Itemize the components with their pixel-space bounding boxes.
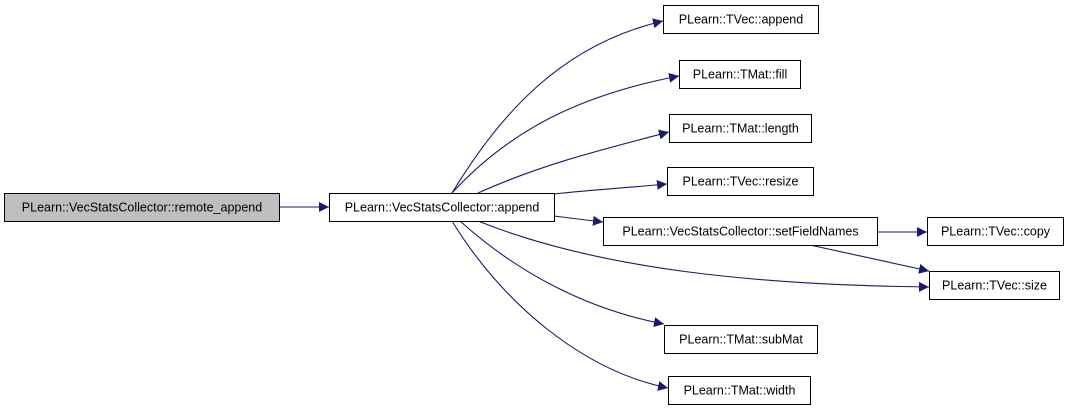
- node-box: [927, 217, 1064, 246]
- edge-append_vsc-to-tmat_width: [451, 220, 669, 391]
- node-label: PLearn::VecStatsCollector::append: [345, 201, 540, 215]
- node-label: PLearn::TVec::append: [679, 13, 803, 27]
- edge-append_vsc-to-tmat_fill: [451, 72, 680, 194]
- node-label: PLearn::TVec::resize: [682, 175, 798, 189]
- node-box: [603, 217, 878, 246]
- node-tvec_append[interactable]: PLearn::TVec::append: [663, 5, 819, 34]
- nodes-layer: PLearn::VecStatsCollector::remote_append…: [4, 5, 1064, 405]
- node-box: [663, 5, 819, 34]
- edge-append_vsc-to-tmat_length: [477, 129, 670, 194]
- edge-append_vsc-to-setfieldnames: [553, 215, 604, 226]
- node-box: [329, 193, 555, 222]
- node-box: [679, 60, 801, 89]
- node-tvec_copy[interactable]: PLearn::TVec::copy: [927, 217, 1064, 246]
- node-label: PLearn::TMat::subMat: [679, 333, 803, 347]
- node-tmat_submat[interactable]: PLearn::TMat::subMat: [664, 325, 818, 354]
- node-setfieldnames[interactable]: PLearn::VecStatsCollector::setFieldNames: [603, 217, 878, 246]
- node-box: [4, 193, 280, 222]
- edge-append_vsc-to-tmat_submat: [459, 220, 665, 328]
- node-tmat_length[interactable]: PLearn::TMat::length: [669, 114, 812, 143]
- node-label: PLearn::TVec::size: [942, 279, 1047, 293]
- node-box: [668, 376, 811, 405]
- edge-append_vsc-to-tvec_resize: [553, 179, 668, 195]
- node-box: [664, 325, 818, 354]
- node-box: [667, 167, 814, 196]
- node-box: [669, 114, 812, 143]
- node-label: PLearn::TVec::copy: [941, 225, 1051, 239]
- edge-append_vsc-to-tvec_size: [477, 220, 930, 292]
- node-label: PLearn::TMat::fill: [693, 68, 787, 82]
- node-remote_append[interactable]: PLearn::VecStatsCollector::remote_append: [4, 193, 280, 222]
- node-tvec_resize[interactable]: PLearn::TVec::resize: [667, 167, 814, 196]
- node-box: [929, 271, 1060, 300]
- edge-append_vsc-to-tvec_append: [451, 18, 664, 194]
- edges-layer: [279, 18, 930, 391]
- node-label: PLearn::VecStatsCollector::remote_append: [22, 201, 262, 215]
- node-tvec_size[interactable]: PLearn::TVec::size: [929, 271, 1060, 300]
- node-label: PLearn::TMat::length: [682, 122, 799, 136]
- node-tmat_fill[interactable]: PLearn::TMat::fill: [679, 60, 801, 89]
- node-append_vsc[interactable]: PLearn::VecStatsCollector::append: [329, 193, 555, 222]
- node-tmat_width[interactable]: PLearn::TMat::width: [668, 376, 811, 405]
- node-label: PLearn::VecStatsCollector::setFieldNames: [622, 225, 858, 239]
- node-label: PLearn::TMat::width: [684, 384, 796, 398]
- edge-setfieldnames-to-tvec_size: [809, 244, 930, 274]
